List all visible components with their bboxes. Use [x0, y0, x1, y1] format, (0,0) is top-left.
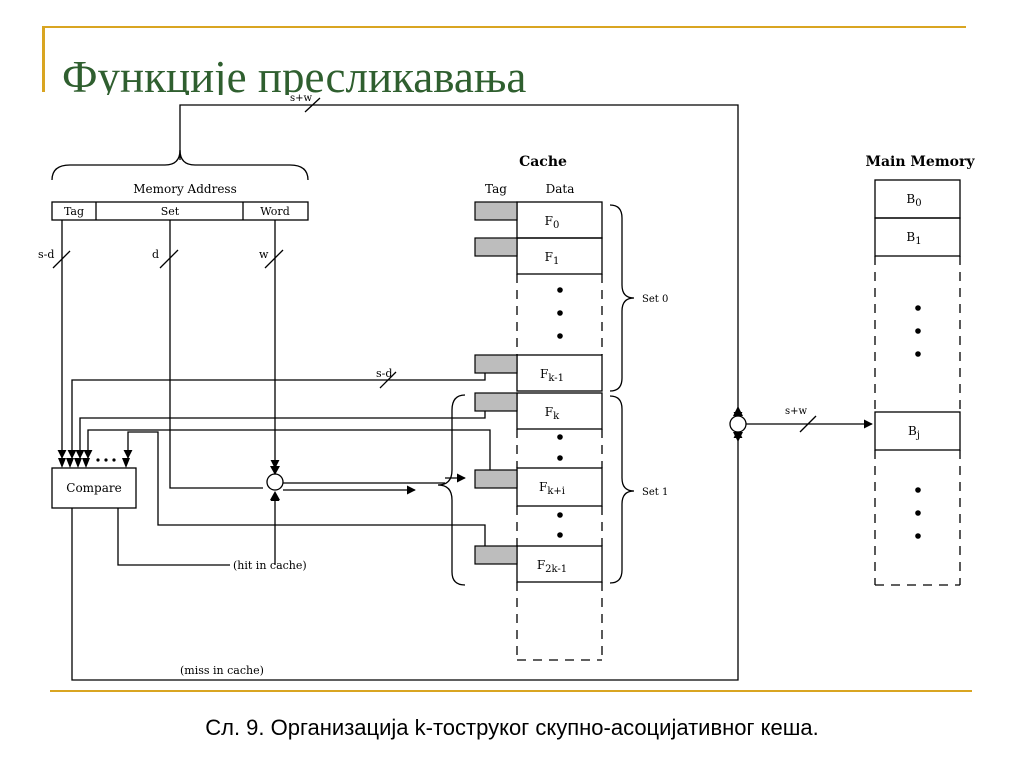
block-label-b0: B0 [906, 192, 921, 209]
cache-line-f1 [516, 237, 603, 275]
field-tag: Tag [64, 205, 84, 218]
hit-path [117, 508, 230, 566]
cache-line-fk [516, 392, 603, 430]
memory-block-b1 [874, 217, 961, 257]
miss-path [71, 429, 743, 681]
tag-box-f1 [474, 237, 518, 257]
field-word: Word [260, 205, 289, 218]
field-set: Set [161, 205, 180, 218]
line-label-fk-1: Fk-1 [540, 367, 564, 384]
block-label-bj: Bj [908, 424, 920, 441]
tag-box-f0 [474, 201, 518, 221]
bus-label-w: w [259, 248, 269, 261]
tag-feedback-3 [83, 429, 491, 480]
set1-brace [609, 395, 635, 584]
tag-feedback-k [123, 431, 486, 555]
memory-block-bj [874, 411, 961, 451]
memory-address-register [51, 201, 309, 221]
set0-label: Set 0 [642, 294, 668, 305]
bus-label-top: s+w [290, 93, 313, 104]
bus-label-s-d: s-d [38, 248, 54, 261]
ellipsis-dots [557, 287, 921, 539]
set-line [169, 220, 263, 489]
hit-label: (hit in cache) [233, 559, 307, 572]
tag-feedback-1 [67, 365, 486, 459]
bus-tick-top [304, 97, 321, 113]
set1-left-brace [437, 394, 466, 586]
compare-box [51, 467, 137, 509]
figure-caption: Сл. 9. Организација k-тоструког скупно-а… [205, 715, 819, 740]
line-label-f2k-1: F2k-1 [537, 558, 567, 575]
tag-box-fk [474, 392, 518, 412]
line-label-f1: F1 [545, 250, 560, 267]
block-label-b1: B1 [906, 230, 921, 247]
cache-data-heading: Data [546, 182, 575, 196]
tag-box-f2k-1 [474, 545, 518, 565]
slide-title: Функције пресликавања [62, 52, 527, 102]
bus-label-tag-compare: s-d [376, 367, 392, 380]
accent-vertical-bar [42, 26, 45, 92]
memory-address-label: Memory Address [133, 182, 237, 196]
line-label-fk: Fk [545, 405, 560, 422]
bus-label-to-memory: s+w [785, 406, 808, 417]
cache-tag-heading: Tag [485, 182, 507, 196]
cache-line-f0 [516, 201, 603, 239]
set0-brace [609, 204, 635, 392]
cache-title: Cache [519, 154, 567, 170]
compare-label: Compare [66, 481, 121, 495]
bus-label-d: d [152, 248, 159, 261]
main-memory-title: Main Memory [865, 154, 975, 170]
accent-top-rule [42, 26, 966, 28]
comparator-circle-set [266, 473, 284, 491]
set1-label: Set 1 [642, 487, 668, 498]
line-label-fk+i: Fk+i [539, 480, 565, 497]
top-address-bus [179, 104, 743, 421]
tag-box-fk+i [474, 469, 518, 489]
miss-label: (miss in cache) [180, 664, 264, 677]
comparator-circle-memory [729, 415, 747, 433]
bottom-rule [50, 690, 972, 692]
line-label-f0: F0 [545, 214, 560, 231]
tag-box-fk-1 [474, 354, 518, 374]
memory-address-brace [51, 149, 309, 181]
